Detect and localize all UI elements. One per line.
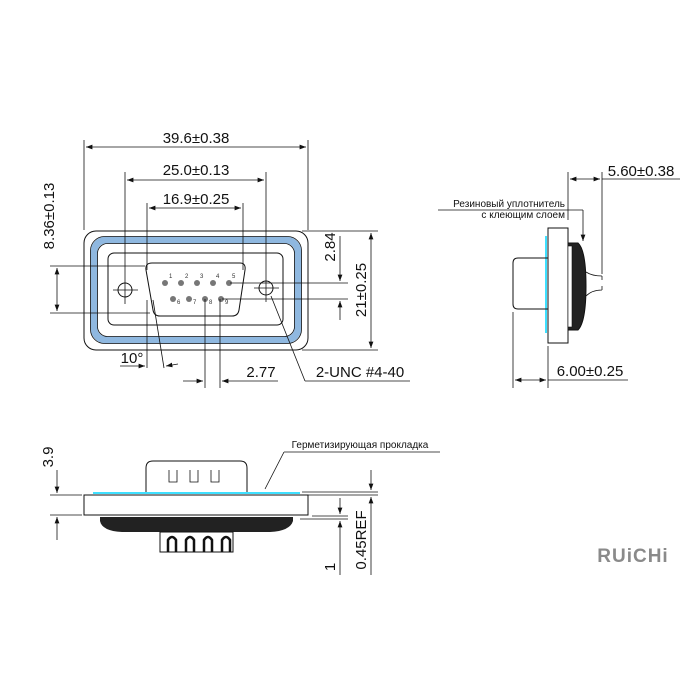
pin-number: 9 xyxy=(225,300,229,306)
bottom-flange xyxy=(83,494,309,516)
dim-flange-thickness: 3.9 xyxy=(40,447,57,468)
dim-rear-depth: 5.60±0.38 xyxy=(608,163,675,180)
dim-shell-width: 16.9±0.25 xyxy=(163,191,230,208)
pin-number: 6 xyxy=(177,300,181,306)
bottom-plug xyxy=(145,460,248,494)
rear-seal xyxy=(568,242,587,331)
bottom-view: Герметизирующая прокладка 3.9 1 0.45REF xyxy=(40,440,440,575)
dim-front-depth: 6.00±0.25 xyxy=(557,363,624,380)
pin-number: 7 xyxy=(193,300,197,306)
gasket-label: Герметизирующая прокладка xyxy=(292,440,429,451)
inner-panel xyxy=(107,252,284,326)
dim-overall-width: 39.6±0.38 xyxy=(163,130,230,147)
side-flange xyxy=(547,227,569,344)
flange-outline xyxy=(83,230,309,351)
side-plug xyxy=(512,257,548,310)
dim-rear-offset: 1 xyxy=(322,563,339,571)
pin-number: 1 xyxy=(169,274,173,280)
mount-hole-right xyxy=(254,172,279,302)
dim-pin-pitch: 2.77 xyxy=(246,364,275,381)
side-view: 5.60±0.38 Резиновый уплотнитель с клеющи… xyxy=(438,163,680,388)
dim-hole-spacing: 25.0±0.13 xyxy=(163,162,230,179)
mount-hole-left xyxy=(113,172,138,304)
thread-note: 2-UNC #4-40 xyxy=(316,364,404,381)
pin-number: 3 xyxy=(200,274,204,280)
dim-draft-angle: 10° xyxy=(121,350,144,367)
pin-number: 2 xyxy=(185,274,189,280)
pin-number: 5 xyxy=(232,274,236,280)
seal-label-line1: Резиновый уплотнитель xyxy=(453,199,565,210)
dim-pin-row-offset: 2.84 xyxy=(322,232,339,261)
front-view: 1 2 3 4 5 6 7 8 9 39.6±0.38 25.0±0.13 16… xyxy=(41,130,410,388)
rear-pins xyxy=(585,271,603,297)
dim-shell-height: 8.36±0.13 xyxy=(41,183,58,250)
bottom-rear-seal xyxy=(100,517,293,532)
d-sub-shell xyxy=(145,262,246,317)
brand-logo: RUiCHi xyxy=(597,546,668,567)
seal-label-line2: с клеющим слоем xyxy=(481,210,565,221)
dim-gasket-thickness: 0.45REF xyxy=(353,510,370,569)
pin-number: 8 xyxy=(209,300,213,306)
pin-number: 4 xyxy=(216,274,220,280)
dim-overall-height: 21±0.25 xyxy=(353,263,370,317)
gasket xyxy=(90,236,302,344)
bottom-pins xyxy=(159,531,234,553)
pins xyxy=(162,280,232,302)
